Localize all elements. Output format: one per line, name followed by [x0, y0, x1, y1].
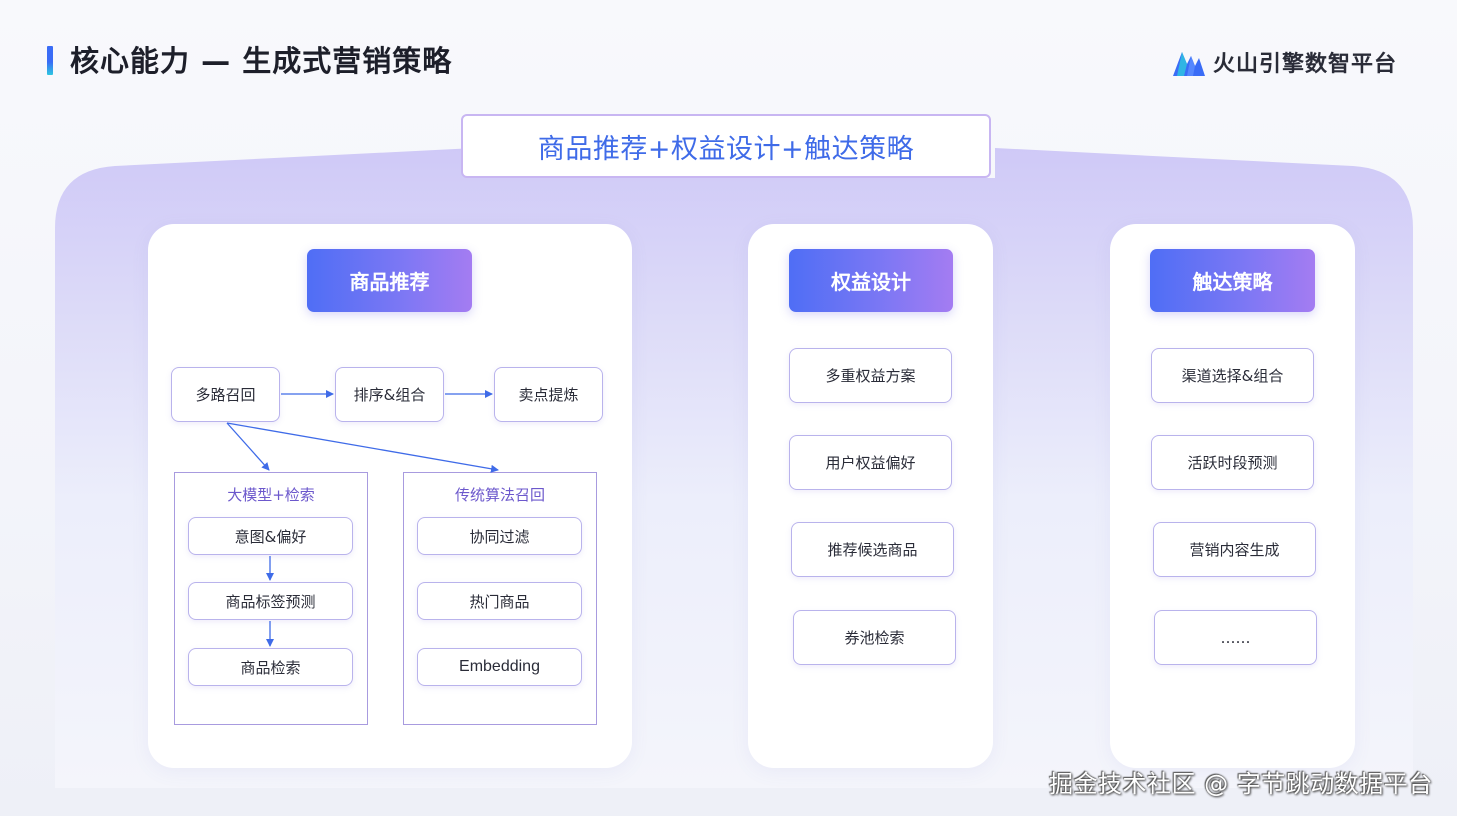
strategy-summary-box: 商品推荐+权益设计+触达策略 [461, 114, 991, 178]
group-title-traditional: 传统算法召回 [454, 486, 545, 504]
group-title-llm: 大模型+检索 [227, 486, 315, 504]
brand-name: 火山引擎数智平台 [1213, 52, 1398, 77]
page-title: 核心能力 — 生成式营销策略 [70, 44, 453, 78]
reach-item-1: 渠道选择&组合 [1151, 348, 1314, 403]
column-title-benefit: 权益设计 [789, 249, 953, 312]
volcano-logo-icon [1173, 52, 1205, 76]
benefit-item-3: 推荐候选商品 [791, 522, 954, 577]
reach-item-4: …… [1154, 610, 1317, 665]
title-accent-bar [47, 46, 53, 75]
card-benefit-design [748, 224, 993, 768]
trad-item-collab-filter: 协同过滤 [417, 517, 582, 555]
flow-step-rank-combine: 排序&组合 [335, 367, 444, 422]
card-reach-strategy [1110, 224, 1355, 768]
flow-step-multi-recall: 多路召回 [171, 367, 280, 422]
reach-item-2: 活跃时段预测 [1151, 435, 1314, 490]
benefit-item-4: 券池检索 [793, 610, 956, 665]
watermark: 掘金技术社区 @ 字节跳动数据平台 [1049, 770, 1433, 798]
reach-item-3: 营销内容生成 [1153, 522, 1316, 577]
trad-item-hot-products: 热门商品 [417, 582, 582, 620]
llm-item-tag-predict: 商品标签预测 [188, 582, 353, 620]
arrow-recall-to-llm [226, 422, 270, 471]
benefit-item-1: 多重权益方案 [789, 348, 952, 403]
brand: 火山引擎数智平台 [1173, 46, 1397, 78]
arrow-recall-to-traditional [226, 422, 499, 473]
flow-step-selling-points: 卖点提炼 [494, 367, 603, 422]
trad-item-embedding: Embedding [417, 648, 582, 686]
column-title-reach: 触达策略 [1150, 249, 1315, 312]
llm-item-intent: 意图&偏好 [188, 517, 353, 555]
column-title-recommendation: 商品推荐 [307, 249, 472, 312]
llm-item-product-search: 商品检索 [188, 648, 353, 686]
benefit-item-2: 用户权益偏好 [789, 435, 952, 490]
